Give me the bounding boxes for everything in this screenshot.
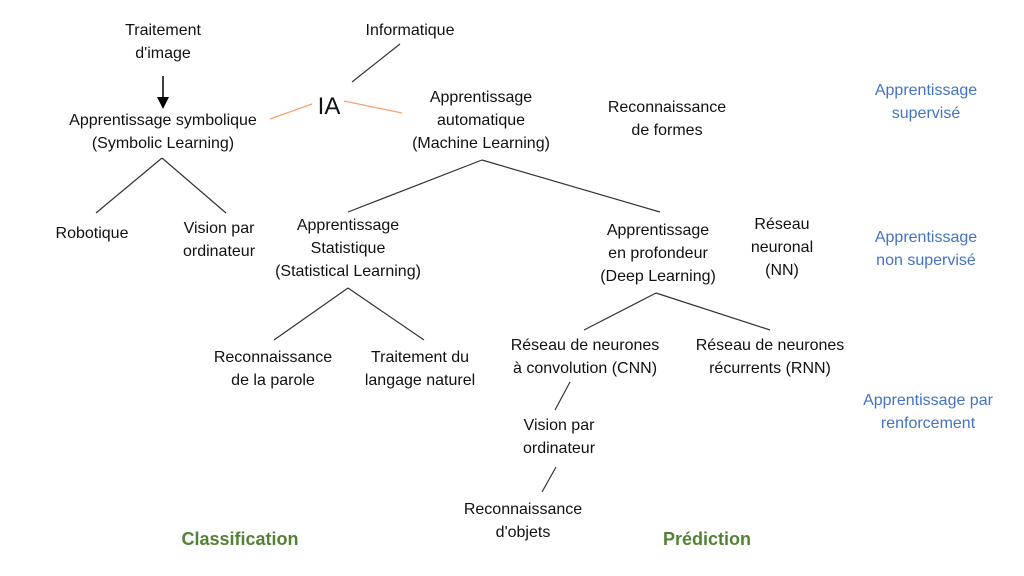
symbolic-learning-node: Apprentissage symbolique (Symbolic Learn… — [69, 109, 257, 155]
deep-learning-node: Apprentissage en profondeur (Deep Learni… — [600, 219, 716, 288]
langage-line-2: langage naturel — [364, 372, 476, 389]
machine-line-3: (Machine Learning) — [412, 135, 550, 152]
edge-ia-informatique — [351, 43, 401, 83]
edge-deep-rnn — [655, 292, 771, 331]
edge-machine-deep — [481, 159, 661, 213]
renforcement-line-1: Apprentissage par — [863, 392, 993, 409]
statistical-line-3: (Statistical Learning) — [275, 263, 421, 280]
non-supervise-line-1: Apprentissage — [874, 229, 978, 246]
parole-line-2: de la parole — [231, 372, 315, 389]
label-classification: Classification — [181, 528, 298, 551]
non-supervise-line-2: non supervisé — [876, 252, 976, 269]
machine-line-1: Apprentissage — [429, 89, 533, 106]
reconnaissance-parole-node: Reconnaissance de la parole — [214, 346, 332, 392]
vision-symbolic-line-2: ordinateur — [182, 243, 256, 260]
nn-line-3: (NN) — [765, 262, 799, 279]
edge-symbolic-robotique — [95, 157, 163, 214]
robotique-node: Robotique — [56, 222, 129, 245]
reconnaissance-formes-node: Reconnaissance de formes — [608, 96, 726, 142]
traitement-image-line-2: d'image — [135, 45, 191, 62]
vision-cnn-line-1: Vision par — [523, 417, 595, 434]
deep-line-3: (Deep Learning) — [600, 268, 716, 285]
supervise-line-2: supervisé — [891, 105, 961, 122]
traitement-langage-node: Traitement du langage naturel — [365, 346, 475, 392]
parole-line-1: Reconnaissance — [213, 349, 333, 366]
label-apprentissage-non-supervise: Apprentissage non supervisé — [875, 226, 977, 272]
classification-text: Classification — [181, 529, 299, 549]
label-prediction: Prédiction — [663, 528, 751, 551]
supervise-line-1: Apprentissage — [874, 82, 978, 99]
vision-cnn-line-2: ordinateur — [522, 440, 596, 457]
machine-learning-node: Apprentissage automatique (Machine Learn… — [412, 86, 550, 155]
objets-line-2: d'objets — [495, 524, 551, 541]
vision-symbolic-node: Vision par ordinateur — [183, 217, 255, 263]
neural-network-node: Réseau neuronal (NN) — [751, 213, 813, 282]
prediction-text: Prédiction — [662, 529, 752, 549]
rnn-line-2: récurrents (RNN) — [709, 360, 831, 377]
vision-cnn-node: Vision par ordinateur — [523, 414, 595, 460]
cnn-line-2: à convolution (CNN) — [512, 360, 658, 377]
rnn-line-1: Réseau de neurones — [695, 337, 845, 354]
objets-line-1: Reconnaissance — [463, 501, 583, 518]
nn-line-2: neuronal — [750, 239, 814, 256]
formes-line-2: de formes — [631, 122, 703, 139]
edge-machine-statistical — [347, 159, 483, 213]
informatique-node: Informatique — [366, 19, 455, 42]
ia-root-node: IA — [318, 93, 341, 121]
edge-cnn-vision — [554, 381, 571, 411]
symbolic-line-1: Apprentissage symbolique — [69, 112, 257, 129]
statistical-learning-node: Apprentissage Statistique (Statistical L… — [275, 214, 421, 283]
ia-root-label: IA — [317, 93, 341, 120]
cnn-node: Réseau de neurones à convolution (CNN) — [511, 334, 660, 380]
cnn-line-1: Réseau de neurones — [510, 337, 660, 354]
edge-deep-cnn — [583, 292, 657, 331]
edge-statistical-langage — [347, 287, 425, 341]
symbolic-line-2: (Symbolic Learning) — [91, 135, 235, 152]
vision-symbolic-line-1: Vision par — [183, 220, 255, 237]
edge-ia-symbolic — [269, 103, 313, 120]
edge-symbolic-vision — [161, 157, 227, 214]
traitement-image-line-1: Traitement — [125, 22, 201, 39]
robotique-label: Robotique — [55, 225, 129, 242]
formes-line-1: Reconnaissance — [607, 99, 727, 116]
edge-vision-objets — [541, 466, 557, 493]
edge-ia-machine — [343, 100, 403, 114]
statistical-line-2: Statistique — [310, 240, 386, 257]
rnn-node: Réseau de neurones récurrents (RNN) — [696, 334, 845, 380]
langage-line-1: Traitement du — [370, 349, 470, 366]
edge-statistical-parole — [273, 287, 349, 341]
renforcement-line-2: renforcement — [880, 415, 976, 432]
reconnaissance-objets-node: Reconnaissance d'objets — [464, 498, 582, 544]
label-apprentissage-supervise: Apprentissage supervisé — [875, 79, 977, 125]
traitement-image-node: Traitement d'image — [125, 19, 201, 65]
deep-line-1: Apprentissage — [606, 222, 710, 239]
label-apprentissage-renforcement: Apprentissage par renforcement — [863, 389, 993, 435]
machine-line-2: automatique — [436, 112, 526, 129]
nn-line-1: Réseau — [754, 216, 810, 233]
deep-line-2: en profondeur — [608, 245, 708, 262]
statistical-line-1: Apprentissage — [296, 217, 400, 234]
informatique-label: Informatique — [365, 22, 455, 39]
